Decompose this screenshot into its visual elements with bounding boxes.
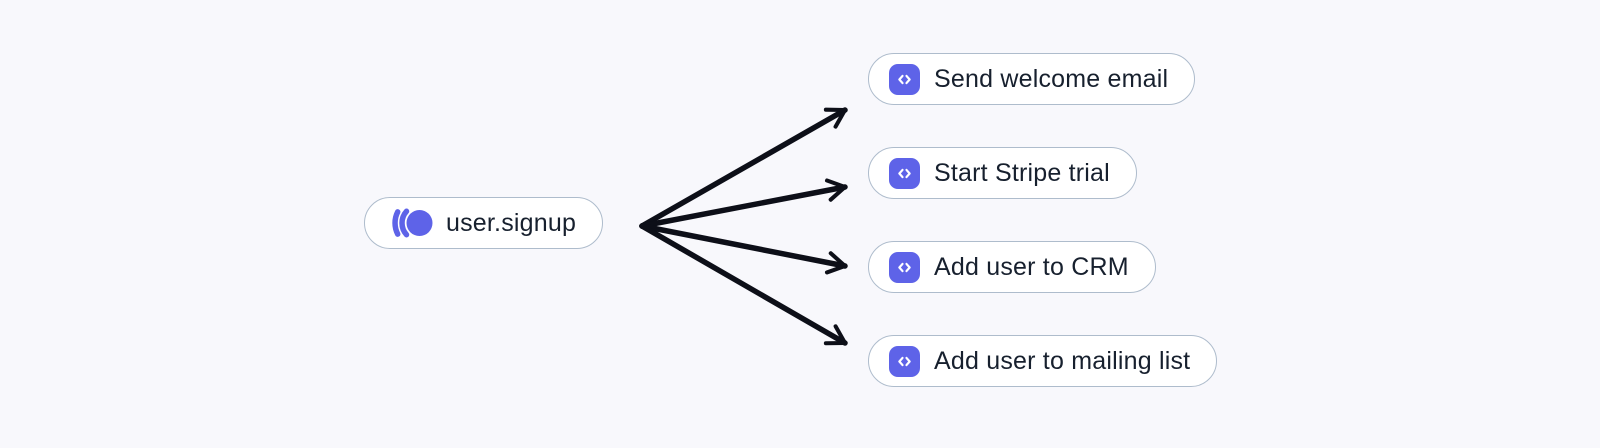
event-ripple-icon [387,208,433,238]
node-label: user.signup [446,208,577,237]
action-node-add-user-to-mailing-list[interactable]: Add user to mailing list [868,335,1218,387]
code-icon [889,345,920,377]
action-node-start-stripe-trial[interactable]: Start Stripe trial [868,147,1137,199]
node-label: Add user to mailing list [934,346,1191,375]
code-icon [889,63,920,95]
arrow-to-add-user-to-crm [639,223,848,275]
code-icon [889,251,920,283]
node-label: Send welcome email [934,64,1169,93]
arrow-to-add-user-to-mailing-list [639,223,848,346]
event-node-user-signup[interactable]: user.signup [364,197,604,249]
code-icon [889,157,920,189]
action-node-send-welcome-email[interactable]: Send welcome email [868,53,1196,105]
arrow-to-start-stripe-trial [639,178,848,229]
action-node-add-user-to-crm[interactable]: Add user to CRM [868,241,1156,293]
node-label: Start Stripe trial [934,158,1110,187]
node-label: Add user to CRM [934,252,1129,281]
arrow-to-send-welcome-email [639,107,848,229]
